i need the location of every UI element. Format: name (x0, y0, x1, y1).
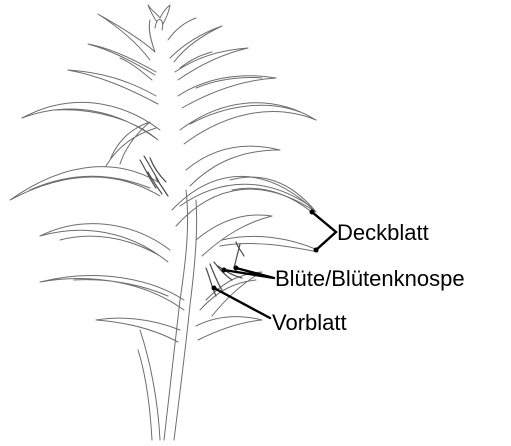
apex-leaf-right (168, 18, 222, 62)
upper-leaf-left-1 (88, 44, 156, 80)
pointer-bract-dot-2 (314, 248, 319, 253)
pointer-flower-dot-2 (234, 266, 239, 271)
label-bract: Deckblatt (337, 220, 429, 245)
pointer-flower (224, 268, 274, 278)
label-prophyll: Vorblatt (272, 310, 347, 335)
pointer-bract (312, 212, 336, 250)
right-long-leaf (172, 176, 316, 226)
apex-leaf-left (98, 14, 155, 60)
pointer-flower-dot-1 (222, 268, 227, 273)
lower-leaf-left-2 (40, 276, 184, 310)
mid-leaf-right-1 (180, 103, 316, 144)
lower-leaf-left-3 (96, 318, 180, 342)
mid-leaf-inner-1 (106, 122, 156, 166)
main-stem (164, 190, 197, 440)
label-flower: Blüte/Blütenknospe (275, 266, 465, 291)
bract-outer-2 (220, 236, 318, 252)
label-pointers (212, 210, 337, 319)
stem-lower-left (138, 330, 160, 440)
pointer-prophyll (214, 288, 270, 318)
labels: Deckblatt Blüte/Blütenknospe Vorblatt (272, 220, 465, 335)
upper-leaf-right-1 (175, 48, 248, 80)
lower-leaf-right-1 (196, 215, 272, 256)
mid-leaf-left-2 (10, 167, 160, 200)
upper-flower-cluster (140, 156, 168, 196)
apex-bud (148, 5, 170, 30)
lower-leaf-right-3 (196, 317, 262, 340)
upper-leaf-left-2 (68, 70, 158, 104)
pointer-bract-dot-1 (310, 210, 315, 215)
plant-sketch (10, 5, 318, 440)
lower-leaf-left-1 (40, 224, 170, 262)
pointer-prophyll-dot (212, 286, 217, 291)
